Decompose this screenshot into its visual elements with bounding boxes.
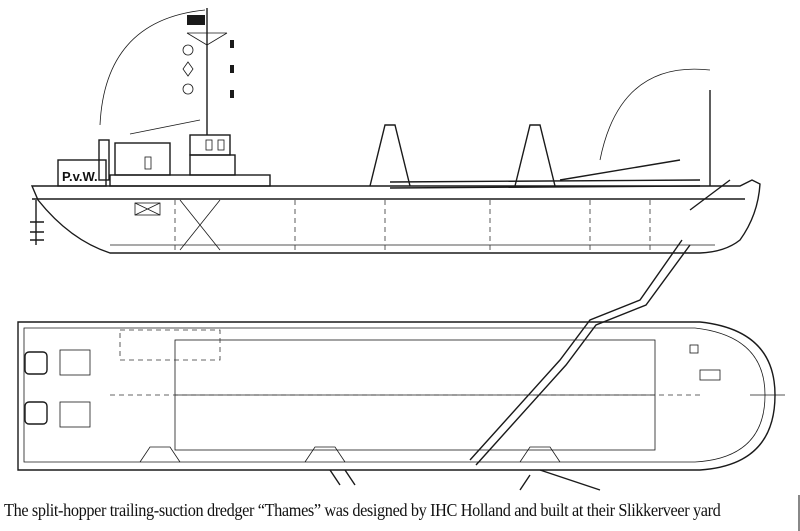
funnel-marking: P.v.W.	[62, 169, 98, 184]
plan-view	[17, 321, 785, 491]
figure-caption: The split-hopper trailing-suction dredge…	[4, 500, 721, 520]
dredger-technical-drawing: P.v.W.	[17, 8, 785, 491]
page-edge	[798, 495, 800, 531]
side-elevation: P.v.W.	[30, 8, 761, 466]
